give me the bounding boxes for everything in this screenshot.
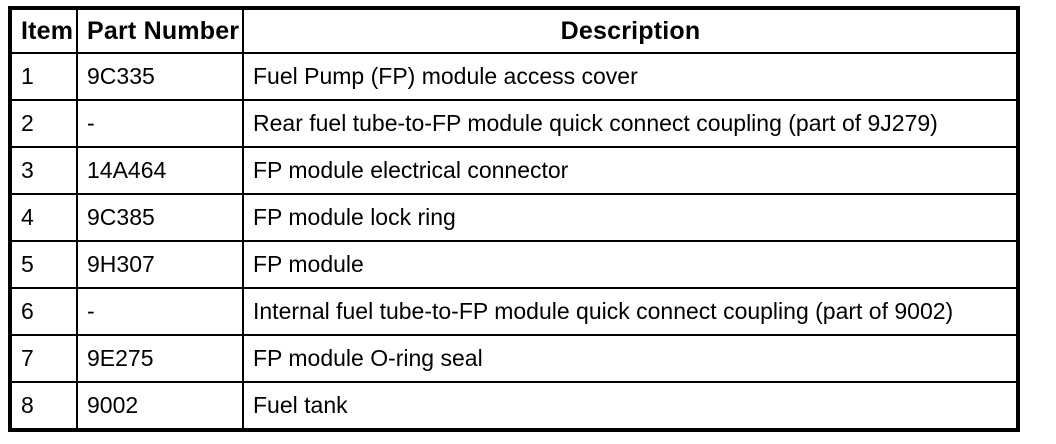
item-cell: 7 [9, 334, 78, 383]
part-number-cell: 9H307 [76, 240, 244, 289]
table-row: 7 9E275 FP module O-ring seal [9, 334, 1019, 383]
description-cell: FP module [242, 240, 1019, 289]
part-number-cell: - [76, 99, 244, 148]
column-header-description: Description [242, 7, 1019, 54]
table-header-row: Item Part Number Description [9, 7, 1019, 54]
description-cell: FP module electrical connector [242, 146, 1019, 195]
table-row: 2 - Rear fuel tube-to-FP module quick co… [9, 99, 1019, 148]
column-header-item: Item [9, 7, 78, 54]
item-cell: 4 [9, 193, 78, 242]
item-cell: 3 [9, 146, 78, 195]
part-number-cell: 9E275 [76, 334, 244, 383]
table-row: 5 9H307 FP module [9, 240, 1019, 289]
table-row: 3 14A464 FP module electrical connector [9, 146, 1019, 195]
item-cell: 1 [9, 52, 78, 101]
item-cell: 8 [9, 381, 78, 431]
table-row: 4 9C385 FP module lock ring [9, 193, 1019, 242]
item-cell: 5 [9, 240, 78, 289]
part-number-cell: - [76, 287, 244, 336]
item-cell: 6 [9, 287, 78, 336]
part-number-cell: 9002 [76, 381, 244, 431]
table-row: 8 9002 Fuel tank [9, 381, 1019, 431]
description-cell: Rear fuel tube-to-FP module quick connec… [242, 99, 1019, 148]
description-cell: Fuel tank [242, 381, 1019, 431]
part-number-cell: 14A464 [76, 146, 244, 195]
column-header-part-number: Part Number [76, 7, 244, 54]
parts-table: Item Part Number Description 1 9C335 Fue… [8, 6, 1020, 432]
table-row: 1 9C335 Fuel Pump (FP) module access cov… [9, 52, 1019, 101]
description-cell: FP module O-ring seal [242, 334, 1019, 383]
part-number-cell: 9C385 [76, 193, 244, 242]
table-row: 6 - Internal fuel tube-to-FP module quic… [9, 287, 1019, 336]
part-number-cell: 9C335 [76, 52, 244, 101]
description-cell: Internal fuel tube-to-FP module quick co… [242, 287, 1019, 336]
item-cell: 2 [9, 99, 78, 148]
description-cell: Fuel Pump (FP) module access cover [242, 52, 1019, 101]
description-cell: FP module lock ring [242, 193, 1019, 242]
